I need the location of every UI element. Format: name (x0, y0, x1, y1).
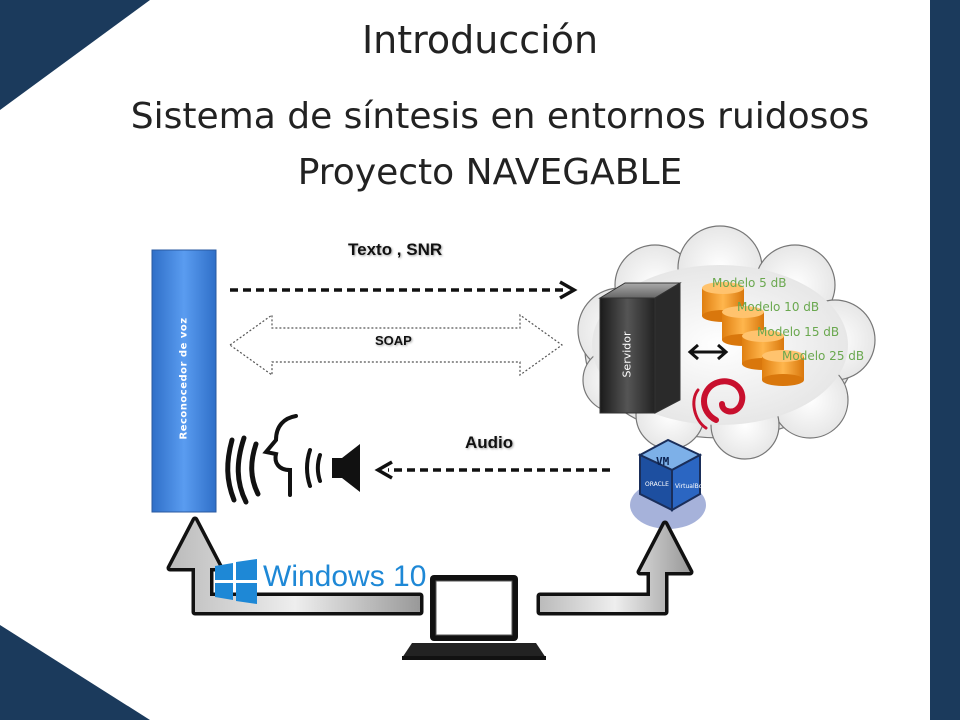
slide-title: Introducción (361, 18, 599, 62)
soap-label: SOAP (375, 333, 412, 348)
server-tower (598, 282, 682, 414)
svg-text:VirtualBox: VirtualBox (675, 483, 706, 490)
debian-logo-icon (692, 378, 746, 430)
slide-subtitle-line1: Sistema de síntesis en entornos ruidosos (130, 96, 870, 137)
svg-text:VM: VM (656, 455, 670, 468)
slide-subtitle-line2: Proyecto NAVEGABLE (297, 152, 683, 193)
server-db-arrow (687, 343, 729, 361)
virtualbox-logo-icon: VM ORACLE VirtualBox (630, 438, 706, 529)
laptop-icon (402, 575, 546, 660)
model-label-15db: Modelo 15 dB (757, 325, 840, 339)
server-label: Servidor (620, 331, 634, 378)
audio-arrow (374, 460, 610, 480)
recognizer-label: Reconocedor de voz (178, 317, 190, 440)
text-snr-arrow (230, 280, 578, 300)
model-label-5db: Modelo 5 dB (712, 276, 787, 290)
svg-text:ORACLE: ORACLE (645, 481, 669, 488)
soap-double-arrow (228, 313, 564, 377)
speaking-head-icon (225, 414, 298, 505)
laptop-to-virtualbox-arrow (536, 520, 694, 616)
recognizer-box (151, 249, 217, 513)
text-snr-label: Texto , SNR (348, 240, 443, 259)
laptop-to-recognizer-arrow (166, 516, 424, 616)
database-stack (702, 282, 804, 386)
speaker-icon (305, 444, 360, 492)
model-label-25db: Modelo 25 dB (782, 349, 865, 363)
windows-10-logo-text: Windows 10 (263, 560, 427, 593)
model-label-10db: Modelo 10 dB (737, 300, 820, 314)
windows-logo-icon (215, 559, 257, 604)
audio-label: Audio (465, 433, 514, 452)
